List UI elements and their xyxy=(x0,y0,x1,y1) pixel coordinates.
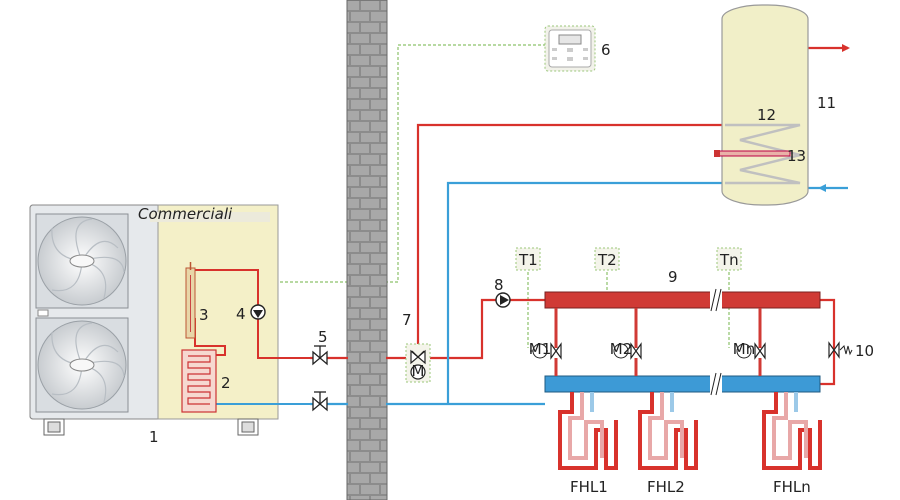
label-6: 6 xyxy=(601,41,611,59)
three-way-valve-icon: M xyxy=(405,343,431,383)
zone-valve-2: M2 xyxy=(610,340,642,360)
inlet-arrow-icon xyxy=(818,184,826,192)
label-t2: T2 xyxy=(597,251,617,269)
label-4: 4 xyxy=(236,305,246,323)
floor-heating-loop-n xyxy=(762,392,822,470)
label-1: 1 xyxy=(149,428,159,446)
label-12: 12 xyxy=(757,106,776,124)
plate-exchanger xyxy=(181,349,217,413)
outlet-arrow-icon xyxy=(842,44,850,52)
manifold-pump-icon xyxy=(495,292,511,308)
backup-heater xyxy=(185,262,196,339)
motor-label: Mn xyxy=(733,340,755,358)
thermostat-n-box xyxy=(716,247,742,271)
label-fhl1: FHL1 xyxy=(570,478,608,496)
label-9: 9 xyxy=(668,268,678,286)
shutoff-valve-icon xyxy=(312,391,328,412)
label-3: 3 xyxy=(199,306,209,324)
zone-valve-1: M1 xyxy=(529,340,562,360)
fan-icon xyxy=(35,317,129,413)
label-fhln: FHLn xyxy=(773,478,811,496)
motor-label: M1 xyxy=(529,340,552,358)
dhw-tank xyxy=(714,4,809,206)
fan-icon xyxy=(35,213,129,309)
controller-icon xyxy=(544,25,596,72)
label-5: 5 xyxy=(318,328,328,346)
thermostat-2-box xyxy=(594,247,620,271)
building-wall xyxy=(346,0,388,500)
label-fhl2: FHL2 xyxy=(647,478,685,496)
brand-logo: Commerciali xyxy=(138,205,233,223)
label-tn: Tn xyxy=(719,251,739,269)
thermostat-1-box xyxy=(515,247,541,271)
floor-heating-loop-1 xyxy=(558,392,618,470)
label-7: 7 xyxy=(402,311,412,329)
label-t1: T1 xyxy=(518,251,538,269)
zone-valve-n: Mn xyxy=(733,340,766,360)
motor-label: M2 xyxy=(610,340,633,358)
label-10: 10 xyxy=(855,342,874,360)
shutoff-valve-icon xyxy=(312,345,328,366)
label-11: 11 xyxy=(817,94,836,112)
floor-heating-loop-2 xyxy=(638,392,698,470)
motor-label: M xyxy=(412,362,425,380)
label-8: 8 xyxy=(494,276,504,294)
manifold xyxy=(544,288,821,396)
label-2: 2 xyxy=(221,374,231,392)
outdoor-unit: Commerciali xyxy=(29,204,279,436)
bypass-valve-icon xyxy=(828,341,853,359)
manifold-drops xyxy=(554,308,762,376)
circulation-pump-icon xyxy=(250,304,266,320)
label-13: 13 xyxy=(787,147,806,165)
